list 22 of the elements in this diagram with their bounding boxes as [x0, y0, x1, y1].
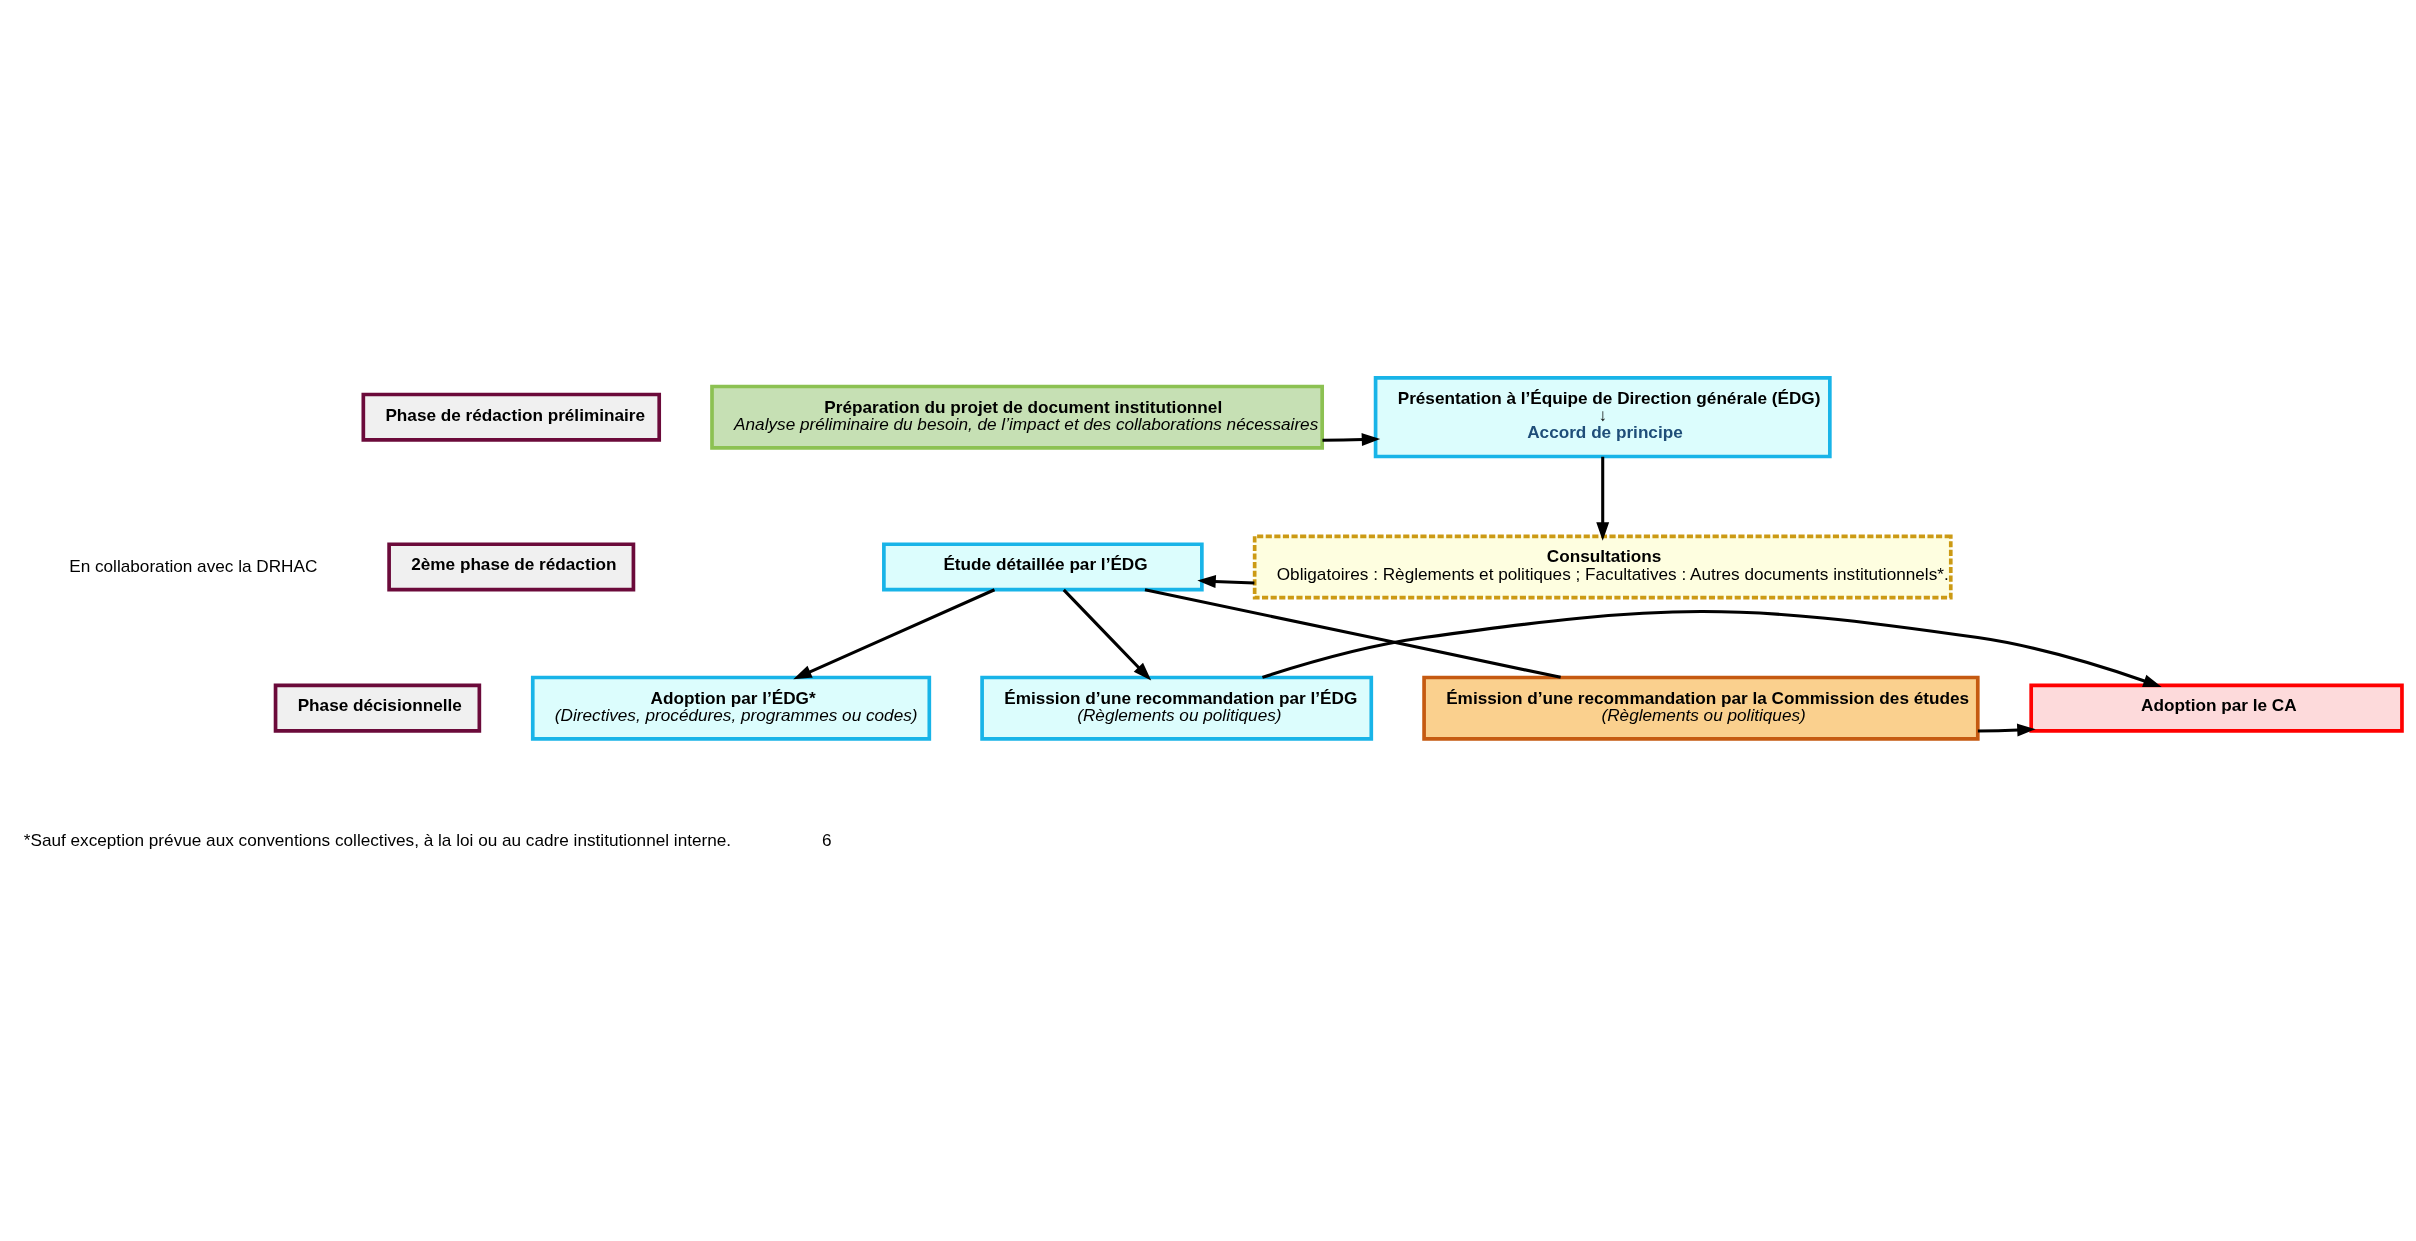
arrow: [1062, 588, 1152, 681]
node-box: Phase décisionnelle: [273, 683, 482, 733]
node-box: Émission d’une recommandation par la Commission des études (Règlements ou politiques): [1422, 675, 1980, 741]
label: *Sauf exception prévue aux conventions collectives, à la loi ou au cadre institutionnel interne.: [23, 829, 732, 850]
node-box: Préparation du projet de document institutionnel Analyse préliminaire du besoin, de l’impact et des collaborations nécessaires: [710, 384, 1324, 450]
node-box: Consultations Obligatoires : Règlements et politiques ; Facultatives : Autres documents institutionnels*.: [1252, 533, 1953, 599]
connector: [1144, 587, 1561, 679]
arrow: [793, 587, 996, 679]
arrow: [1977, 723, 2036, 736]
arrow: [1322, 432, 1381, 446]
node-box: Présentation à l’Équipe de Direction générale (ÉDG) ↓ Accord de principe: [1373, 375, 1832, 458]
node-box: Adoption par l’ÉDG* (Directives, procédures, programmes ou codes): [530, 675, 932, 741]
node-box: Phase de rédaction préliminaire: [361, 392, 662, 442]
arrow: [1197, 574, 1255, 588]
label: 6: [822, 829, 832, 850]
arrow: [1596, 456, 1610, 541]
node-box: Émission d’une recommandation par l’ÉDG (Règlements ou politiques): [980, 675, 1374, 741]
node-box: Adoption par le CA: [2029, 683, 2404, 733]
label: En collaboration avec la DRHAC: [69, 555, 318, 576]
arrow: [1261, 609, 2162, 687]
node-box: Étude détaillée par l’ÉDG: [882, 541, 1204, 592]
node-box: 2ème phase de rédaction: [387, 541, 636, 592]
